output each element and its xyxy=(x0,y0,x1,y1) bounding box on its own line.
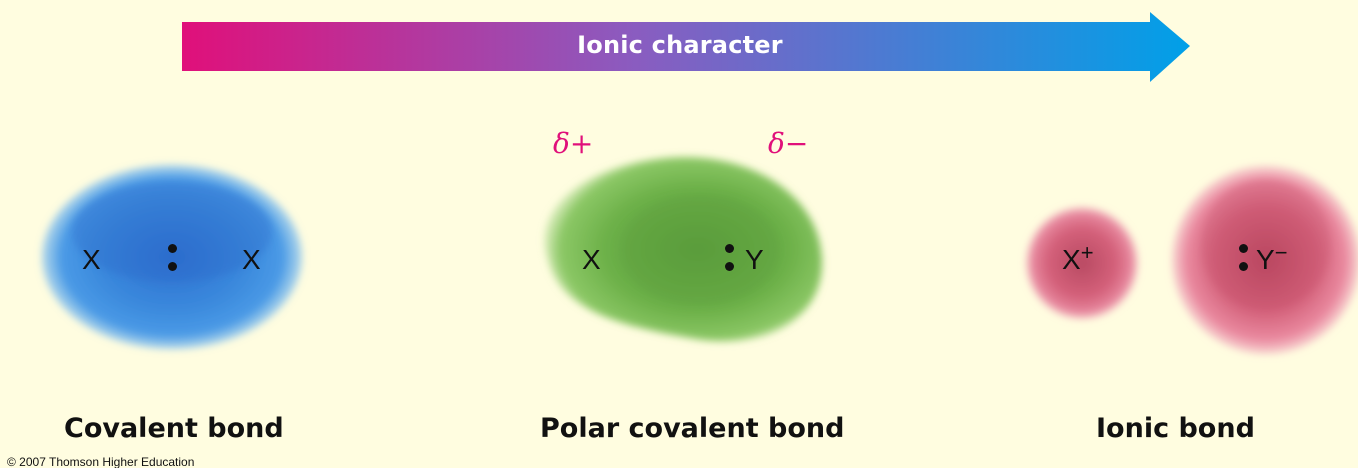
covalent-bond-caption: Covalent bond xyxy=(64,413,284,444)
cation-charge: + xyxy=(1080,240,1094,265)
polar-electron-cloud xyxy=(544,157,823,342)
electron-dot xyxy=(1239,262,1248,271)
polar-atom-right: Y xyxy=(745,244,764,275)
electron-dot xyxy=(168,262,177,271)
electron-dot xyxy=(168,244,177,253)
electron-dot xyxy=(725,262,734,271)
covalent-electron-cloud xyxy=(42,165,302,349)
polar-covalent-bond-caption: Polar covalent bond xyxy=(540,413,845,444)
cation-label: X+ xyxy=(1062,242,1094,275)
electron-dot xyxy=(1239,244,1248,253)
polar-atom-left: X xyxy=(582,244,601,275)
ionic-character-arrow xyxy=(182,12,1190,82)
cation-cloud xyxy=(1026,207,1138,319)
ionic-bond-caption: Ionic bond xyxy=(1096,413,1255,444)
ionic-character-label: Ionic character xyxy=(577,31,783,59)
copyright-notice: © 2007 Thomson Higher Education xyxy=(7,455,195,468)
covalent-atom-left: X xyxy=(82,244,101,275)
delta-minus-label: δ− xyxy=(768,127,809,160)
anion-symbol: Y xyxy=(1256,244,1275,275)
electron-dot xyxy=(725,244,734,253)
anion-cloud xyxy=(1172,166,1358,354)
delta-plus-label: δ+ xyxy=(553,127,594,160)
anion-label: Y− xyxy=(1256,242,1288,275)
anion-charge: − xyxy=(1274,240,1288,265)
cation-symbol: X xyxy=(1062,244,1081,275)
covalent-atom-right: X xyxy=(242,244,261,275)
